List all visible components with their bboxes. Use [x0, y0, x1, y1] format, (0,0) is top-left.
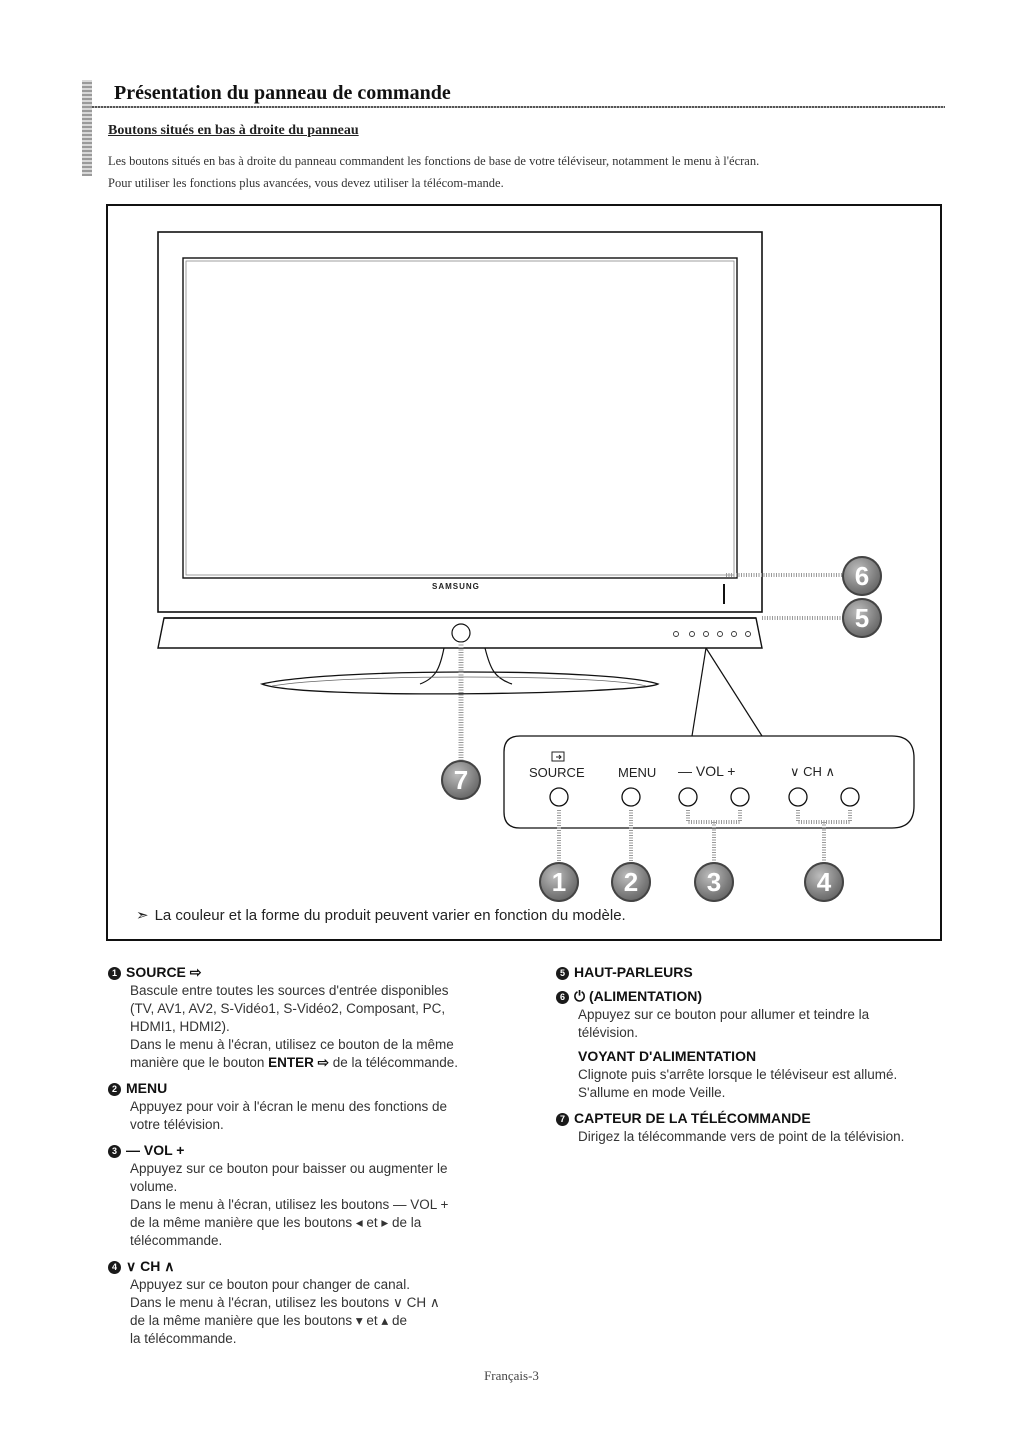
item-line: Appuyez sur ce bouton pour changer de ca… — [130, 1277, 410, 1292]
item-title: CAPTEUR DE LA TÉLÉCOMMANDE — [574, 1110, 811, 1126]
item-line: télécommande. — [130, 1233, 223, 1248]
num-badge: 2 — [108, 1083, 121, 1096]
descriptions-right: 5 HAUT-PARLEURS 6 ⏻ (ALIMENTATION) Appuyez… — [556, 962, 976, 1152]
item-line: Appuyez sur ce bouton pour allumer et te… — [578, 1007, 870, 1022]
item-channel: 4 ∨ CH ∧ Appuyez sur ce bouton pour chang… — [108, 1256, 548, 1348]
callout-2: 2 — [611, 862, 651, 902]
figure-frame — [106, 204, 942, 941]
item-line: de la même manière que les boutons ◂ et … — [130, 1215, 422, 1230]
page-title: Présentation du panneau de commande — [114, 82, 451, 104]
callout-4: 4 — [804, 862, 844, 902]
stand-neck — [419, 647, 513, 685]
note-arrow-icon: ➣ — [136, 907, 149, 924]
item-line: HDMI1, HDMI2). — [130, 1019, 230, 1034]
item-line: télévision. — [578, 1025, 639, 1040]
num-badge: 4 — [108, 1261, 121, 1274]
item-line: Dans le menu à l'écran, utilisez ce bout… — [130, 1037, 454, 1052]
item-line: Dans le menu à l'écran, utilisez les bou… — [130, 1295, 440, 1310]
item-title: ⏻ (ALIMENTATION) — [574, 988, 702, 1004]
item-line: S'allume en mode Veille. — [578, 1085, 726, 1100]
item-line: (TV, AV1, AV2, S-Vidéo1, S-Vidéo2, Compo… — [130, 1001, 446, 1016]
item-power: 6 ⏻ (ALIMENTATION) Appuyez sur ce bouton … — [556, 986, 976, 1102]
descriptions-left: 1 SOURCE ⇨ Bascule entre toutes les sourc… — [108, 962, 548, 1354]
item-line: Appuyez pour voir à l'écran le menu des … — [130, 1099, 448, 1114]
num-badge: 3 — [108, 1145, 121, 1158]
remote-sensor — [451, 623, 471, 643]
item-title: MENU — [126, 1080, 168, 1096]
num-badge: 1 — [108, 967, 121, 980]
item-line: la télécommande. — [130, 1331, 237, 1346]
callout-7: 7 — [441, 760, 481, 800]
label-menu: MENU — [618, 765, 657, 780]
callout-3: 3 — [694, 862, 734, 902]
mini-buttons — [673, 631, 751, 637]
num-badge: 7 — [556, 1113, 569, 1126]
item-title: — VOL + — [126, 1142, 185, 1158]
num-badge: 6 — [556, 991, 569, 1004]
section-subtitle: Boutons situés en bas à droite du pannea… — [108, 123, 359, 138]
page-footer: Français-3 — [484, 1368, 539, 1383]
source-icon — [551, 751, 565, 762]
section-marker-bar — [82, 80, 92, 176]
text-part: manière que le bouton — [130, 1055, 269, 1070]
callout-5: 5 — [842, 598, 882, 638]
speaker-strip — [157, 617, 763, 649]
enter-label: ENTER ⇨ — [268, 1055, 329, 1070]
tv-screen — [182, 257, 738, 579]
item-menu: 2 MENU Appuyez pour voir à l'écran le men… — [108, 1078, 548, 1134]
num-badge: 5 — [556, 967, 569, 980]
tv-bezel — [157, 231, 763, 613]
item-line: Dans le menu à l'écran, utilisez les bou… — [130, 1197, 449, 1212]
item-line: Dirigez la télécommande vers de point de… — [578, 1129, 905, 1144]
figure-note: ➣ La couleur et la forme du produit peuve… — [136, 906, 626, 924]
intro-line-2: Pour utiliser les fonctions plus avancée… — [108, 176, 504, 190]
note-text: La couleur et la forme du produit peuven… — [154, 907, 626, 924]
callout-6: 6 — [842, 556, 882, 596]
item-volume: 3 — VOL + Appuyez sur ce bouton pour bais… — [108, 1140, 548, 1250]
item-line: votre télévision. — [130, 1117, 224, 1132]
item-remote-sensor: 7 CAPTEUR DE LA TÉLÉCOMMANDE Dirigez la t… — [556, 1108, 976, 1146]
tv-illustration — [157, 231, 915, 872]
label-source: SOURCE — [529, 765, 585, 780]
title-divider — [92, 106, 945, 108]
item-title: SOURCE ⇨ — [126, 964, 202, 980]
item-title: HAUT-PARLEURS — [574, 964, 693, 980]
callout-1: 1 — [539, 862, 579, 902]
label-ch: ∨ CH ∧ — [790, 764, 836, 779]
label-vol: — VOL + — [678, 763, 736, 779]
text-part: de la télécommande. — [328, 1055, 459, 1070]
item-source: 1 SOURCE ⇨ Bascule entre toutes les sourc… — [108, 962, 548, 1072]
item-speakers: 5 HAUT-PARLEURS — [556, 962, 976, 982]
item-line: manière que le bouton ENTER ⇨ de la télé… — [130, 1054, 548, 1072]
tv-screen-inner — [185, 260, 735, 576]
item-line: Bascule entre toutes les sources d'entré… — [130, 983, 449, 998]
control-panel-zoom — [503, 735, 915, 829]
panel-buttons — [549, 787, 860, 807]
brand-logo: SAMSUNG — [432, 582, 480, 591]
intro-text: Les boutons situés en bas à droite du pa… — [108, 150, 948, 194]
stand-base — [259, 671, 660, 695]
intro-line-1: Les boutons situés en bas à droite du pa… — [108, 154, 760, 168]
item-line: Clignote puis s'arrête lorsque le télévi… — [578, 1067, 898, 1082]
item-line: de la même manière que les boutons ▾ et … — [130, 1313, 407, 1328]
item-line: volume. — [130, 1179, 178, 1194]
item-title: ∨ CH ∧ — [126, 1258, 175, 1274]
item-line: Appuyez sur ce bouton pour baisser ou au… — [130, 1161, 448, 1176]
power-indicator-title: VOYANT D'ALIMENTATION — [578, 1048, 757, 1064]
